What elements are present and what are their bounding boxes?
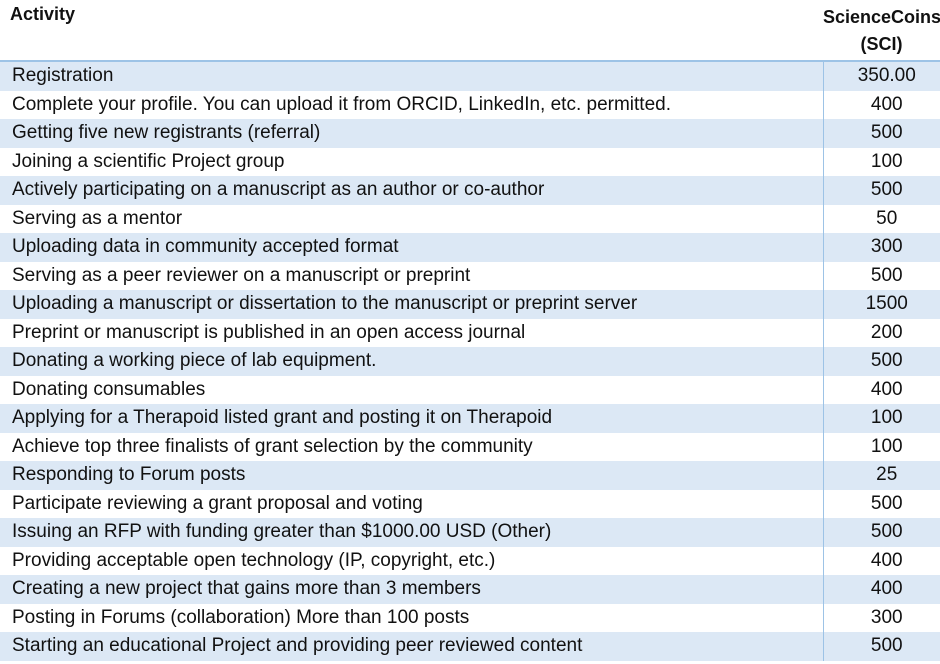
coins-cell: 300 <box>823 233 940 262</box>
activity-cell: Registration <box>0 61 824 91</box>
activity-cell: Starting an educational Project and prov… <box>0 632 824 661</box>
activity-cell: Donating a working piece of lab equipmen… <box>0 347 824 376</box>
coins-cell: 500 <box>823 489 940 518</box>
table-row: Achieve top three finalists of grant sel… <box>0 432 940 461</box>
table-row: Uploading a manuscript or dissertation t… <box>0 290 940 319</box>
table-row: Starting an educational Project and prov… <box>0 632 940 661</box>
activity-cell: Achieve top three finalists of grant sel… <box>0 432 824 461</box>
activity-cell: Donating consumables <box>0 375 824 404</box>
coins-cell: 500 <box>823 261 940 290</box>
table-row: Posting in Forums (collaboration) More t… <box>0 603 940 632</box>
coins-cell: 500 <box>823 176 940 205</box>
table-row: Creating a new project that gains more t… <box>0 575 940 604</box>
table-row: Donating a working piece of lab equipmen… <box>0 347 940 376</box>
coins-cell: 200 <box>823 318 940 347</box>
table-row: Providing acceptable open technology (IP… <box>0 546 940 575</box>
activity-cell: Uploading a manuscript or dissertation t… <box>0 290 824 319</box>
table-row: Preprint or manuscript is published in a… <box>0 318 940 347</box>
table-row: Issuing an RFP with funding greater than… <box>0 518 940 547</box>
activity-cell: Posting in Forums (collaboration) More t… <box>0 603 824 632</box>
activity-cell: Participate reviewing a grant proposal a… <box>0 489 824 518</box>
coins-cell: 100 <box>823 147 940 176</box>
sciencecoins-column-header: ScienceCoins (SCI) <box>823 0 940 62</box>
coins-cell: 350.00 <box>823 61 940 91</box>
coins-cell: 400 <box>823 375 940 404</box>
coins-cell: 100 <box>823 404 940 433</box>
coins-cell: 500 <box>823 518 940 547</box>
coins-cell: 300 <box>823 603 940 632</box>
table-row: Getting five new registrants (referral)5… <box>0 119 940 148</box>
coins-cell: 400 <box>823 546 940 575</box>
coins-cell: 400 <box>823 575 940 604</box>
activity-cell: Issuing an RFP with funding greater than… <box>0 518 824 547</box>
coins-cell: 400 <box>823 90 940 119</box>
coins-cell: 25 <box>823 461 940 490</box>
table-row: Serving as a peer reviewer on a manuscri… <box>0 261 940 290</box>
table-row: Complete your profile. You can upload it… <box>0 90 940 119</box>
activity-cell: Creating a new project that gains more t… <box>0 575 824 604</box>
coins-cell: 100 <box>823 432 940 461</box>
sciencecoins-header-line1: ScienceCoins <box>823 7 940 27</box>
activity-cell: Applying for a Therapoid listed grant an… <box>0 404 824 433</box>
activity-cell: Uploading data in community accepted for… <box>0 233 824 262</box>
activity-cell: Providing acceptable open technology (IP… <box>0 546 824 575</box>
table-row: Participate reviewing a grant proposal a… <box>0 489 940 518</box>
activity-cell: Getting five new registrants (referral) <box>0 119 824 148</box>
table-row: Uploading data in community accepted for… <box>0 233 940 262</box>
coins-cell: 1500 <box>823 290 940 319</box>
activity-cell: Serving as a mentor <box>0 204 824 233</box>
table-row: Applying for a Therapoid listed grant an… <box>0 404 940 433</box>
activity-cell: Responding to Forum posts <box>0 461 824 490</box>
activity-cell: Preprint or manuscript is published in a… <box>0 318 824 347</box>
activity-cell: Complete your profile. You can upload it… <box>0 90 824 119</box>
activity-cell: Serving as a peer reviewer on a manuscri… <box>0 261 824 290</box>
sciencecoins-header-line2: (SCI) <box>860 34 903 54</box>
activity-column-header: Activity <box>0 0 823 62</box>
activity-cell: Actively participating on a manuscript a… <box>0 176 824 205</box>
coins-cell: 500 <box>823 632 940 661</box>
coins-cell: 500 <box>823 119 940 148</box>
table-header-row: Activity ScienceCoins (SCI) <box>0 0 940 62</box>
coins-cell: 50 <box>823 204 940 233</box>
activity-cell: Joining a scientific Project group <box>0 147 824 176</box>
table-row: Actively participating on a manuscript a… <box>0 176 940 205</box>
coins-cell: 500 <box>823 347 940 376</box>
